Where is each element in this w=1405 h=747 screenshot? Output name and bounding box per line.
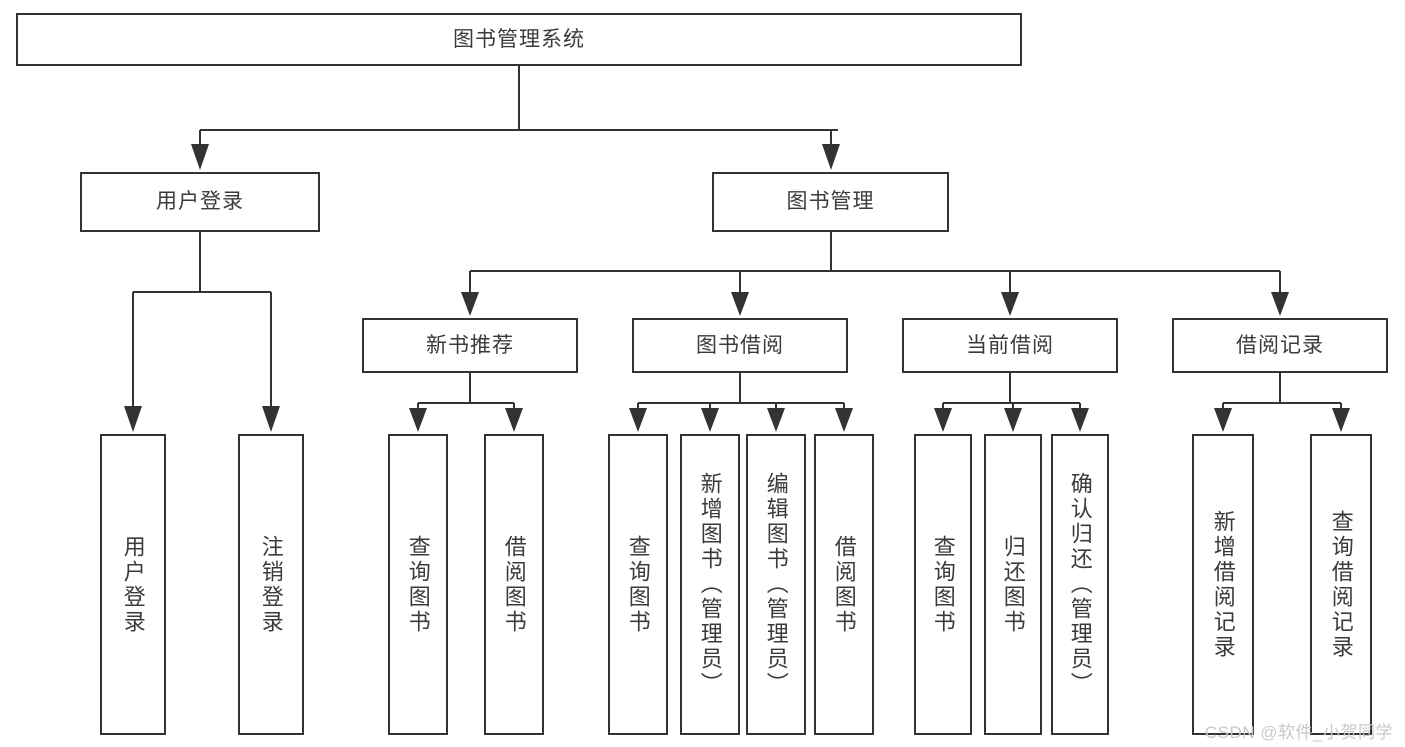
connector-new-book-children (409, 373, 523, 432)
leaf-borrow-book-new[interactable]: 借阅图书 (484, 434, 544, 735)
arrowhead-leaf-logout (262, 406, 280, 432)
arrowhead-borrow-record (1271, 292, 1289, 316)
arrowhead-current-borrow (1001, 292, 1019, 316)
connector-user-login-children (124, 232, 280, 432)
connector-book-borrow-children (629, 373, 853, 432)
arrowhead-nb-borrow-book (505, 408, 523, 432)
connector-borrow-record-children (1214, 373, 1350, 432)
leaf-borrow-book[interactable]: 借阅图书 (814, 434, 874, 735)
arrowhead-cb-return-book (1004, 408, 1022, 432)
arrowhead-cb-confirm-return (1071, 408, 1089, 432)
leaf-logout[interactable]: 注销登录 (238, 434, 304, 735)
arrowhead-new-book-rec (461, 292, 479, 316)
node-current-borrow[interactable]: 当前借阅 (902, 318, 1118, 373)
connector-current-borrow-children (934, 373, 1089, 432)
arrowhead-nb-query-book (409, 408, 427, 432)
csdn-watermark: CSDN @软件_小贺同学 (1204, 723, 1393, 742)
node-new-book-recommend[interactable]: 新书推荐 (362, 318, 578, 373)
arrowhead-book-borrow (731, 292, 749, 316)
leaf-confirm-return-admin[interactable]: 确认归还（管理员） (1051, 434, 1109, 735)
node-system-title[interactable]: 图书管理系统 (16, 13, 1022, 66)
leaf-query-book-borrow[interactable]: 查询图书 (608, 434, 668, 735)
connector-book-mgmt-children (461, 232, 1289, 316)
arrowhead-book-mgmt (822, 144, 840, 170)
arrowhead-br-query-record (1332, 408, 1350, 432)
arrowhead-user-login (191, 144, 209, 170)
arrowhead-br-add-record (1214, 408, 1232, 432)
arrowhead-bb-edit-book (767, 408, 785, 432)
arrowhead-cb-query-book (934, 408, 952, 432)
node-book-management[interactable]: 图书管理 (712, 172, 949, 232)
leaf-query-book-new[interactable]: 查询图书 (388, 434, 448, 735)
connector-root-to-level2 (191, 66, 840, 170)
leaf-add-borrow-record[interactable]: 新增借阅记录 (1192, 434, 1254, 735)
arrowhead-bb-borrow-book (835, 408, 853, 432)
leaf-query-book-current[interactable]: 查询图书 (914, 434, 972, 735)
node-book-borrow[interactable]: 图书借阅 (632, 318, 848, 373)
leaf-edit-book-admin[interactable]: 编辑图书（管理员） (746, 434, 806, 735)
leaf-return-book[interactable]: 归还图书 (984, 434, 1042, 735)
leaf-user-login[interactable]: 用户登录 (100, 434, 166, 735)
leaf-query-borrow-record[interactable]: 查询借阅记录 (1310, 434, 1372, 735)
arrowhead-bb-query-book (629, 408, 647, 432)
node-borrow-record[interactable]: 借阅记录 (1172, 318, 1388, 373)
leaf-add-book-admin[interactable]: 新增图书（管理员） (680, 434, 740, 735)
node-user-login[interactable]: 用户登录 (80, 172, 320, 232)
arrowhead-leaf-user-login (124, 406, 142, 432)
arrowhead-bb-add-book (701, 408, 719, 432)
